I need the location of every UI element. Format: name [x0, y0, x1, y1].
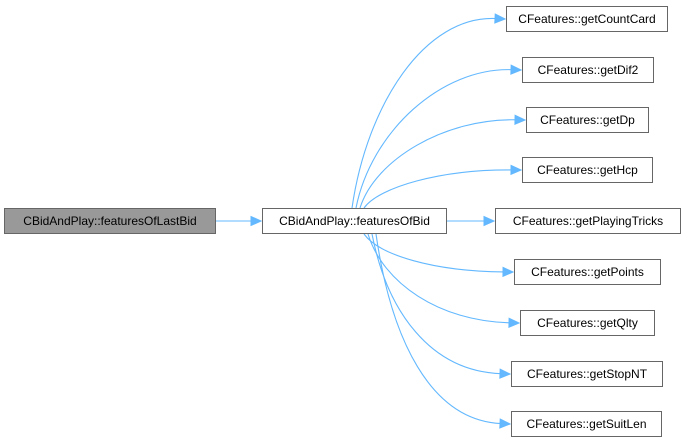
node-getDp[interactable]: CFeatures::getDp [526, 107, 649, 133]
node-getStopNT[interactable]: CFeatures::getStopNT [511, 361, 663, 387]
edge-arrowhead-root [250, 215, 263, 227]
node-getSuitLen[interactable]: CFeatures::getSuitLen [511, 411, 662, 437]
edge-arrowhead-getStopNT [499, 368, 512, 379]
edge-arrowhead-getPlayingTricks [483, 215, 496, 227]
edge-getCountCard [351, 18, 497, 209]
node-getCountCard[interactable]: CFeatures::getCountCard [506, 6, 668, 32]
node-getQlty[interactable]: CFeatures::getQlty [520, 310, 655, 336]
edge-arrowhead-getHcp [510, 164, 523, 176]
edge-arrowhead-getDp [514, 114, 527, 126]
edge-getStopNT [371, 233, 502, 375]
edge-getDp [359, 119, 517, 209]
edge-arrowhead-getPoints [502, 266, 515, 278]
node-getHcp[interactable]: CFeatures::getHcp [522, 157, 653, 183]
edge-getHcp [363, 169, 513, 209]
node-featuresOfBid[interactable]: CBidAndPlay::featuresOfBid [262, 208, 447, 234]
edge-arrowhead-getCountCard [494, 13, 507, 24]
node-getDif2[interactable]: CFeatures::getDif2 [522, 57, 654, 83]
edge-arrowhead-getSuitLen [499, 418, 512, 429]
node-getPlayingTricks[interactable]: CFeatures::getPlayingTricks [495, 208, 681, 234]
edge-arrowhead-getDif2 [510, 64, 523, 75]
edge-getSuitLen [375, 233, 502, 425]
edge-getQlty [367, 233, 511, 324]
node-getPoints[interactable]: CFeatures::getPoints [514, 259, 661, 285]
edge-getDif2 [355, 69, 513, 209]
edge-arrowhead-getQlty [508, 317, 521, 329]
node-featuresOfLastBid[interactable]: CBidAndPlay::featuresOfLastBid [4, 208, 216, 234]
